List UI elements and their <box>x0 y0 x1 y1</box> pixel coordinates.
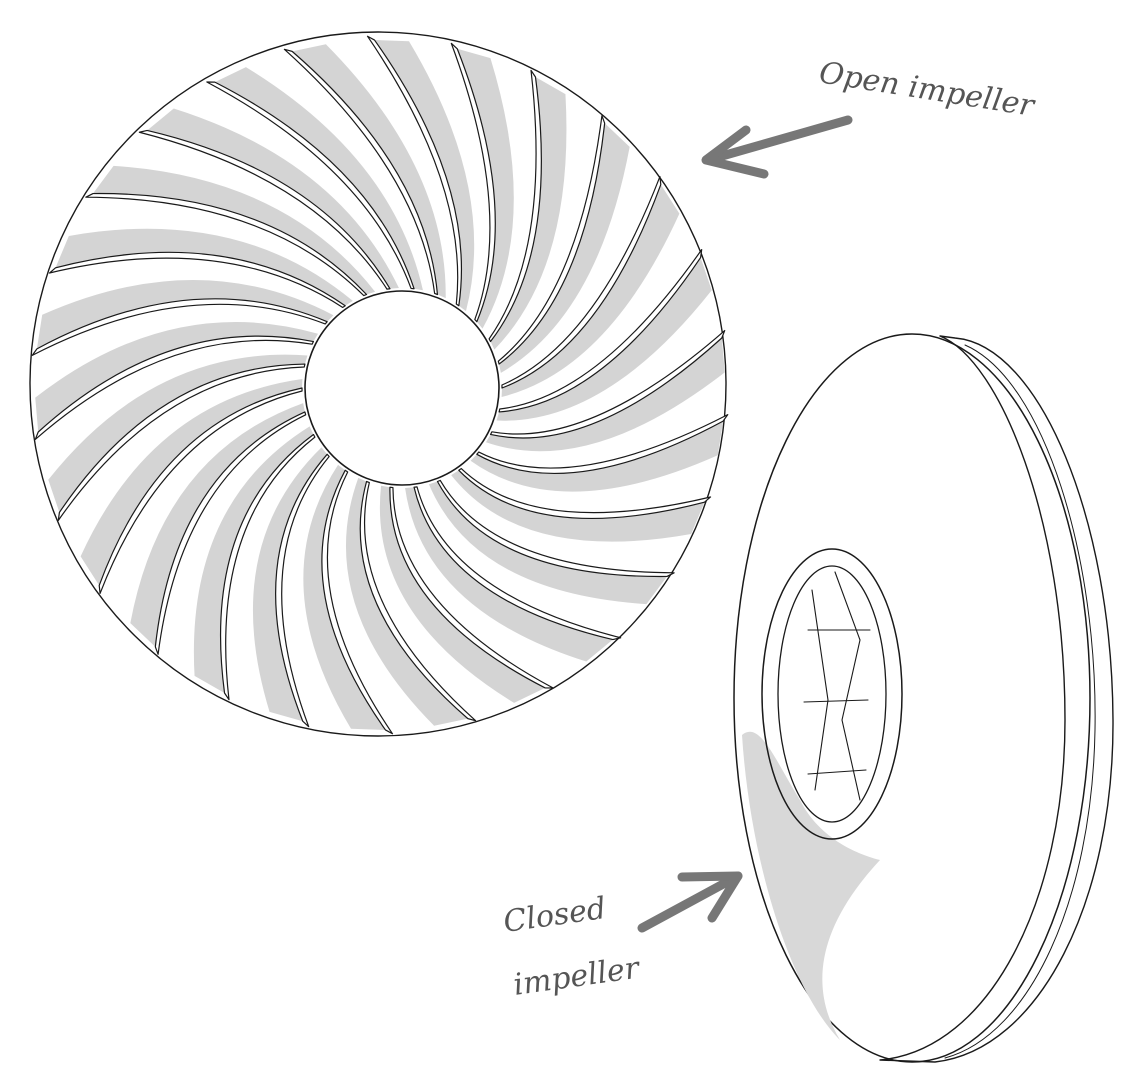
open-impeller-arrow <box>706 120 848 174</box>
open-impeller-blades <box>32 36 727 734</box>
closed-impeller-arrow <box>642 876 738 928</box>
closed-impeller-label-line1: Closed <box>501 891 608 940</box>
closed-impeller-vanes <box>804 572 870 800</box>
closed-impeller-shadow <box>742 732 880 1040</box>
closed-impeller-eye-inner <box>778 566 886 822</box>
open-impeller-label: Open impeller <box>817 55 1038 124</box>
open-impeller-hub <box>305 291 499 485</box>
closed-impeller-front-face <box>734 334 1090 1062</box>
closed-impeller-rim <box>880 336 1113 1062</box>
closed-impeller <box>734 334 1113 1062</box>
closed-impeller-label-line2: impeller <box>511 950 643 1002</box>
open-impeller <box>30 32 728 736</box>
